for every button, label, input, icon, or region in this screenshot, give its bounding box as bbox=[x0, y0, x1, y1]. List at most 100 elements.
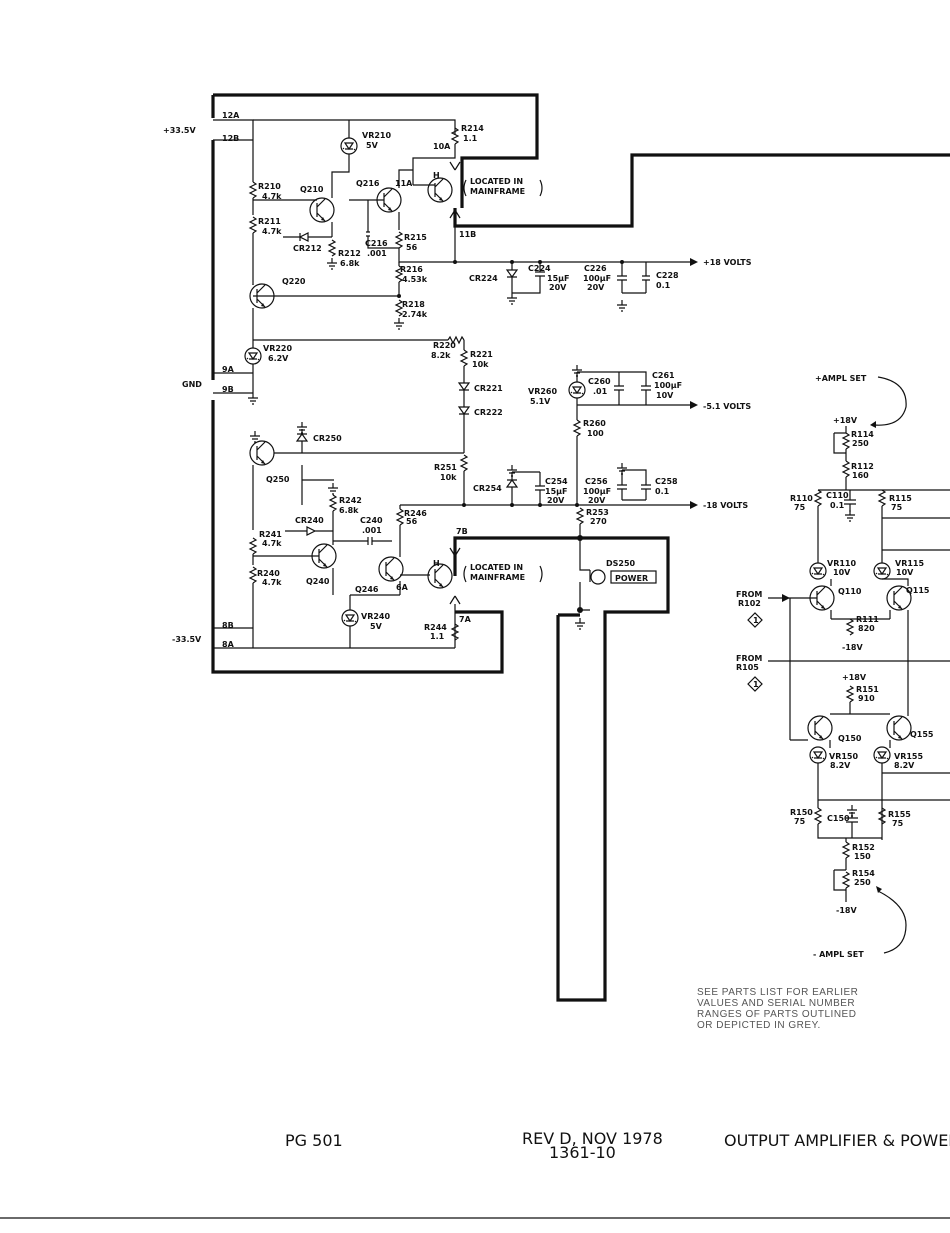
svg-text:9B: 9B bbox=[222, 385, 234, 394]
svg-text:10k: 10k bbox=[440, 473, 457, 482]
r152-resistor: R152 150 bbox=[842, 838, 875, 870]
svg-text:C240: C240 bbox=[360, 516, 383, 525]
q210-transistor: Q210 bbox=[253, 168, 350, 237]
c224-capacitor: C224 C224 15µF 20V bbox=[512, 262, 569, 294]
svg-text:6A: 6A bbox=[396, 583, 409, 592]
svg-text:+18V: +18V bbox=[833, 416, 858, 425]
svg-text:75: 75 bbox=[794, 817, 806, 826]
svg-text:5.1V: 5.1V bbox=[530, 397, 551, 406]
r155-resistor: R155 75 bbox=[878, 807, 911, 828]
svg-text:C226: C226 bbox=[584, 264, 607, 273]
svg-text:H: H bbox=[433, 171, 440, 180]
parts-note: SEE PARTS LIST FOR EARLIER VALUES AND SE… bbox=[697, 987, 858, 1031]
svg-text:R253: R253 bbox=[586, 508, 609, 517]
vr220-zener: VR220 6.2V bbox=[244, 340, 292, 393]
svg-text:-18V: -18V bbox=[842, 643, 863, 652]
c226-capacitor: C226 100µF 20V C228 0.1 bbox=[583, 262, 679, 312]
svg-text:R111: R111 bbox=[856, 615, 879, 624]
svg-text:R251: R251 bbox=[434, 463, 457, 472]
pos18-label: +18 VOLTS bbox=[703, 258, 752, 267]
neg-supply-rail: -33.5V 8B 8A bbox=[172, 621, 455, 649]
svg-text:R150: R150 bbox=[790, 808, 813, 817]
q150-transistor: Q150 bbox=[790, 715, 862, 748]
c260-capacitor: C260 .01 bbox=[588, 372, 624, 405]
svg-text:20V: 20V bbox=[549, 283, 567, 292]
svg-text:FROM: FROM bbox=[736, 590, 762, 599]
svg-text:- AMPL SET: - AMPL SET bbox=[813, 950, 864, 959]
q110-transistor: Q110 bbox=[790, 579, 862, 619]
svg-text:.01: .01 bbox=[593, 387, 608, 396]
svg-text:VR115: VR115 bbox=[895, 559, 924, 568]
c110-capacitor: C110 0.1 bbox=[826, 490, 856, 522]
svg-text:R260: R260 bbox=[583, 419, 606, 428]
r112-resistor: R112 160 bbox=[818, 460, 950, 491]
svg-text:-18V: -18V bbox=[836, 906, 857, 915]
pos-supply-rail: +33.5V 12A 12B 10A bbox=[163, 93, 539, 208]
svg-text:FROM: FROM bbox=[736, 654, 762, 663]
vr210-zener: VR210 5V bbox=[340, 120, 391, 168]
revision-label: REV D, NOV 1978 bbox=[522, 1129, 663, 1148]
svg-text:C216: C216 bbox=[365, 239, 388, 248]
r240-resistor: R240 4.7k bbox=[249, 566, 282, 648]
svg-text:CR222: CR222 bbox=[474, 408, 503, 417]
svg-text:20V: 20V bbox=[547, 496, 565, 505]
r220-resistor: R220 8.2k bbox=[253, 336, 465, 360]
svg-text:+AMPL SET: +AMPL SET bbox=[815, 374, 867, 383]
svg-text:1: 1 bbox=[753, 680, 759, 689]
neg18-output-rail: -18 VOLTS bbox=[301, 465, 748, 510]
drawing-number: 1361-10 bbox=[549, 1143, 616, 1162]
svg-text:R105: R105 bbox=[736, 663, 759, 672]
mainframe-pass-transistor-pos: H LOCATED IN MAINFRAME 11B bbox=[413, 161, 543, 239]
svg-text:Q250: Q250 bbox=[266, 475, 290, 484]
svg-text:2.74k: 2.74k bbox=[402, 310, 428, 319]
svg-text:910: 910 bbox=[858, 694, 875, 703]
svg-text:4.53k: 4.53k bbox=[402, 275, 428, 284]
svg-text:H: H bbox=[433, 559, 440, 568]
svg-text:Q220: Q220 bbox=[282, 277, 306, 286]
svg-text:Q150: Q150 bbox=[838, 734, 862, 743]
svg-text:R242: R242 bbox=[339, 496, 362, 505]
svg-text:R210: R210 bbox=[258, 182, 281, 191]
cr221-diode: CR221 bbox=[457, 382, 503, 407]
svg-text:11B: 11B bbox=[459, 230, 476, 239]
svg-text:8.2V: 8.2V bbox=[894, 761, 915, 770]
vr115-zener: VR115 10V bbox=[873, 550, 924, 580]
svg-text:C110: C110 bbox=[826, 491, 849, 500]
svg-text:820: 820 bbox=[858, 624, 875, 633]
svg-text:MAINFRAME: MAINFRAME bbox=[470, 573, 525, 582]
svg-text:VR210: VR210 bbox=[362, 131, 391, 140]
svg-text:Q210: Q210 bbox=[300, 185, 324, 194]
svg-text:R114: R114 bbox=[851, 430, 874, 439]
c256-capacitor: C256 100µF 20V C258 0.1 bbox=[583, 462, 678, 505]
r216-resistor: R216 4.53k bbox=[253, 262, 428, 298]
q250-transistor: Q250 bbox=[249, 430, 464, 530]
svg-text:10k: 10k bbox=[472, 360, 489, 369]
svg-text:8A: 8A bbox=[222, 640, 235, 649]
vr155-zener: VR155 8.2V bbox=[818, 746, 950, 840]
ampl-set-pos: +AMPL SET bbox=[815, 374, 907, 428]
svg-text:250: 250 bbox=[852, 439, 869, 448]
sheet-title: OUTPUT AMPLIFIER & POWER S bbox=[724, 1131, 950, 1150]
svg-text:Q115: Q115 bbox=[906, 586, 930, 595]
ds250-lamp: DS250 POWER bbox=[574, 538, 657, 630]
svg-text:6.2V: 6.2V bbox=[268, 354, 289, 363]
svg-text:8.2V: 8.2V bbox=[830, 761, 851, 770]
svg-text:150: 150 bbox=[854, 852, 871, 861]
svg-text:75: 75 bbox=[892, 819, 904, 828]
svg-text:1.1: 1.1 bbox=[463, 134, 478, 143]
r246-resistor: R246 56 bbox=[396, 505, 427, 541]
q115-transistor: Q115 bbox=[831, 578, 930, 660]
svg-text:R214: R214 bbox=[461, 124, 484, 133]
svg-text:11A: 11A bbox=[395, 179, 413, 188]
svg-text:270: 270 bbox=[590, 517, 607, 526]
cr240-diode: CR240 bbox=[285, 516, 333, 536]
vr260-zener: VR260 5.1V -5.1 VOLTS bbox=[528, 364, 751, 420]
svg-text:CR250: CR250 bbox=[313, 434, 342, 443]
svg-text:Q216: Q216 bbox=[356, 179, 380, 188]
svg-text:4.7k: 4.7k bbox=[262, 227, 282, 236]
q155-transistor: Q155 bbox=[886, 660, 934, 748]
svg-text:20V: 20V bbox=[587, 283, 605, 292]
svg-text:C150: C150 bbox=[827, 814, 850, 823]
cr250-zener: CR250 bbox=[295, 421, 342, 453]
